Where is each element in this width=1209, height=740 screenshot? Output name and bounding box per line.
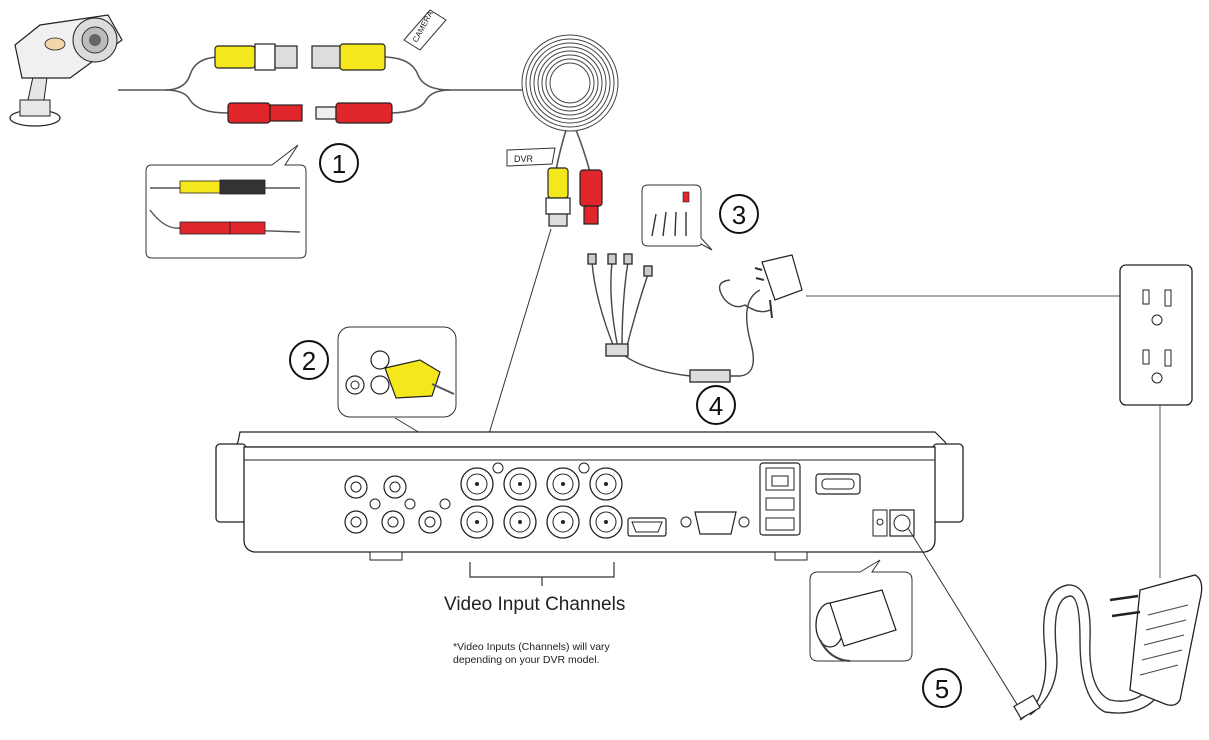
video-inputs-bracket bbox=[469, 562, 615, 586]
coiled-extension-cable bbox=[521, 34, 619, 173]
hdmi-port bbox=[627, 517, 667, 537]
step-2-marker: 2 bbox=[289, 340, 329, 380]
power-connector-camera-side bbox=[227, 102, 303, 124]
audio-ports bbox=[344, 475, 451, 534]
step-4-marker: 4 bbox=[696, 385, 736, 425]
svg-text:3: 3 bbox=[732, 200, 746, 230]
power-adapter-large bbox=[1013, 574, 1203, 721]
video-input-ports bbox=[460, 462, 623, 539]
video-input-channels-label: Video Input Channels bbox=[444, 594, 626, 615]
power-input-port bbox=[872, 509, 915, 537]
channels-note: *Video Inputs (Channels) will vary depen… bbox=[453, 641, 683, 667]
bnc-connector-dvr-end bbox=[545, 167, 571, 227]
inset-bnc-port-detail bbox=[337, 326, 457, 418]
channels-note-line-1: *Video Inputs (Channels) will vary bbox=[453, 641, 610, 653]
step-1-marker: 1 bbox=[319, 143, 359, 183]
bnc-connector-extension-side bbox=[311, 43, 386, 71]
step-5-marker: 5 bbox=[922, 668, 962, 708]
svg-text:DVR: DVR bbox=[514, 154, 534, 164]
dvr-tag: DVR bbox=[506, 147, 556, 167]
channels-note-line-2: depending on your DVR model. bbox=[453, 654, 600, 666]
bnc-connector-camera-side bbox=[214, 43, 298, 71]
inset-splitter-detail bbox=[641, 184, 713, 251]
leader-line-power-jack bbox=[907, 527, 1019, 707]
wall-outlet bbox=[1119, 264, 1193, 406]
leader-line-video-input bbox=[477, 228, 552, 471]
power-connector-extension-side bbox=[315, 102, 393, 124]
camera-tag: CAMERA bbox=[403, 9, 447, 51]
svg-text:1: 1 bbox=[332, 149, 346, 179]
network-usb-ports bbox=[759, 462, 801, 536]
svg-text:4: 4 bbox=[709, 391, 723, 421]
dvr-unit bbox=[215, 431, 964, 561]
inset-connection-detail bbox=[145, 144, 307, 259]
inset-power-plug-detail bbox=[809, 559, 913, 662]
power-adapter-small bbox=[718, 254, 803, 319]
svg-text:5: 5 bbox=[935, 674, 949, 704]
security-camera bbox=[9, 14, 123, 127]
power-connector-dvr-end bbox=[579, 169, 603, 225]
esata-port bbox=[815, 473, 861, 495]
step-3-marker: 3 bbox=[719, 194, 759, 234]
camera-cable bbox=[118, 56, 522, 114]
vga-port bbox=[680, 511, 750, 535]
power-splitter-cable bbox=[587, 253, 761, 383]
svg-text:2: 2 bbox=[302, 346, 316, 376]
